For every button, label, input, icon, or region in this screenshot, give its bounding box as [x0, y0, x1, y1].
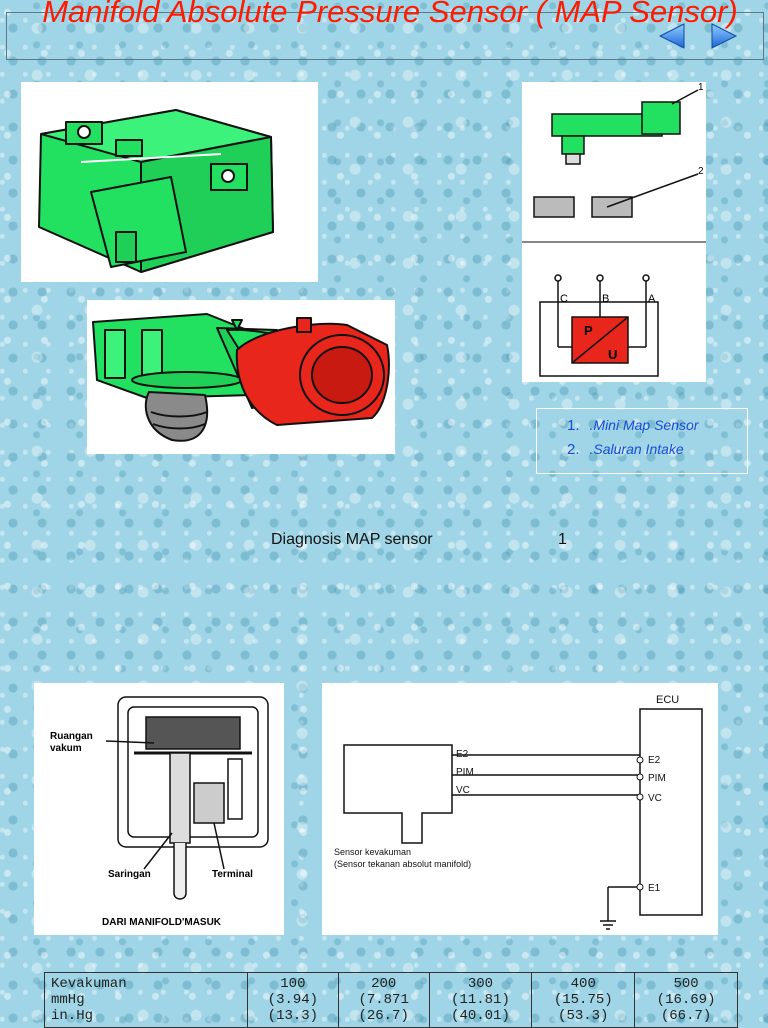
cell-value: (15.75) — [553, 992, 613, 1008]
sensor-pin-pim: PIM — [456, 767, 474, 778]
legend-num: 1. — [567, 417, 580, 434]
cell-value: 200 — [371, 976, 397, 992]
legend-text: .Saluran Intake — [589, 441, 684, 457]
cell-value: (16.69) — [656, 992, 716, 1008]
sensor-label-line2: (Sensor tekanan absolut manifold) — [334, 859, 471, 869]
cell-value: (26.7) — [358, 1008, 409, 1024]
table-cell: 500 (16.69) (66.7) — [634, 972, 738, 1028]
vacuum-table: Kevakuman mmHg in.Hg 100 (3.94) (13.3) 2… — [44, 972, 738, 1028]
sensor-pin-e2: E2 — [456, 749, 469, 760]
row-label: mmHg — [51, 992, 85, 1008]
page-title: Manifold Absolute Pressure Sensor ( MAP … — [42, 0, 738, 29]
terminal-label: Terminal — [212, 869, 253, 880]
chamber-label-line1: Ruangan — [50, 731, 93, 742]
pin-a-label: A — [648, 293, 656, 305]
map-sensor-image — [21, 82, 318, 282]
ecu-pin-e1: E1 — [648, 883, 661, 894]
next-slide-button[interactable] — [706, 20, 742, 52]
legend-item: 1. .Mini Map Sensor — [567, 417, 698, 434]
row-label: in.Hg — [51, 1008, 94, 1024]
cell-value: (11.81) — [451, 992, 510, 1008]
table-row: Kevakuman mmHg in.Hg 100 (3.94) (13.3) 2… — [44, 972, 738, 1028]
arrow-right-icon — [711, 23, 738, 49]
title-frame — [6, 12, 764, 60]
cell-value: 100 — [280, 976, 306, 992]
map-sensor-connector-image — [87, 300, 395, 454]
legend-num: 2. — [567, 441, 580, 458]
cell-value: (40.01) — [451, 1008, 510, 1024]
ecu-label: ECU — [656, 694, 679, 706]
ecu-wiring-diagram: ECU E2 PIM VC E2 PIM VC E1 Sensor kevaku… — [322, 683, 718, 935]
callout-2: 2 — [698, 166, 704, 177]
source-label: DARI MANIFOLD'MASUK — [102, 917, 222, 928]
ecu-pin-e2: E2 — [648, 755, 661, 766]
chamber-label-line2: vakum — [50, 743, 82, 754]
ecu-pin-pim: PIM — [648, 773, 666, 784]
cell-value: (7.871 — [358, 992, 409, 1008]
diagnosis-label: Diagnosis MAP sensor — [271, 531, 433, 548]
cell-value: (53.3) — [558, 1008, 609, 1024]
map-sensor-cutaway-diagram: Ruangan vakum Saringan Terminal DARI MAN… — [34, 683, 284, 935]
cell-value: 300 — [467, 976, 494, 992]
legend-item: 2. .Saluran Intake — [567, 441, 684, 458]
diagnosis-page-number: 1 — [558, 531, 567, 548]
table-cell: Kevakuman mmHg in.Hg — [44, 972, 248, 1028]
filter-label: Saringan — [108, 869, 151, 880]
cell-value: 400 — [570, 976, 596, 992]
pin-c-label: C — [560, 293, 568, 305]
sensor-label-line1: Sensor kevakuman — [334, 847, 411, 857]
cell-value: 500 — [673, 976, 699, 992]
pin-b-label: B — [602, 293, 609, 305]
table-cell: 400 (15.75) (53.3) — [531, 972, 636, 1028]
table-cell: 200 (7.871 (26.7) — [337, 972, 430, 1028]
row-label: Kevakuman — [51, 976, 127, 992]
arrow-left-icon — [658, 23, 685, 49]
table-cell: 300 (11.81) (40.01) — [428, 972, 533, 1028]
legend: 1. .Mini Map Sensor 2. .Saluran Intake — [536, 408, 748, 474]
ecu-pin-vc: VC — [648, 793, 662, 804]
cell-value: (13.3) — [267, 1008, 319, 1024]
map-sensor-diagram: 1 2 C B A P U — [522, 82, 706, 382]
cell-value: (3.94) — [267, 992, 319, 1008]
prev-slide-button[interactable] — [654, 20, 690, 52]
callout-1: 1 — [698, 82, 704, 93]
legend-text: .Mini Map Sensor — [589, 417, 699, 433]
chip-u-label: U — [608, 347, 617, 362]
sensor-pin-vc: VC — [456, 785, 470, 796]
table-cell: 100 (3.94) (13.3) — [247, 972, 339, 1028]
chip-p-label: P — [584, 323, 593, 338]
cell-value: (66.7) — [660, 1008, 712, 1024]
